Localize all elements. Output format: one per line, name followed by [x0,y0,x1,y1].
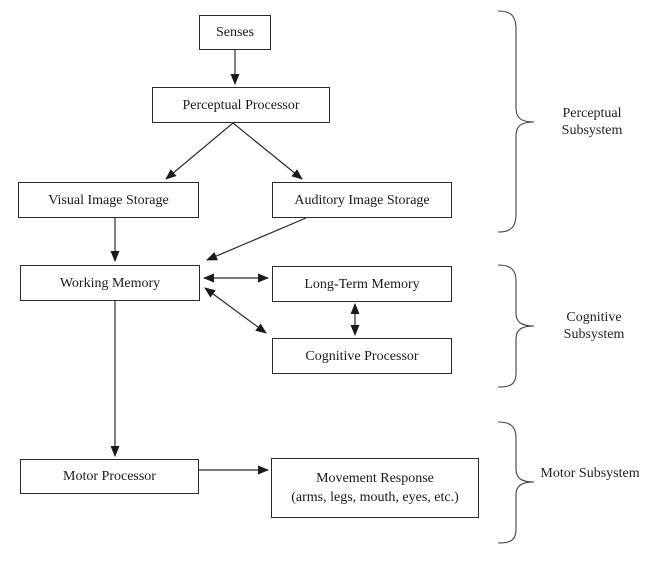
box-perceptual-processor: Perceptual Processor [152,87,330,123]
label-perceptual-subsystem: Perceptual Subsystem [561,106,623,138]
box-cognitive-processor-label: Cognitive Processor [305,348,419,364]
box-cognitive-processor: Cognitive Processor [272,338,452,374]
box-auditory-image-storage-label: Auditory Image Storage [294,192,430,208]
box-perceptual-processor-label: Perceptual Processor [182,97,300,113]
box-working-memory-label: Working Memory [59,275,161,291]
arrow-perceptual-to-auditory-storage [232,122,303,180]
box-visual-image-storage: Visual Image Storage [18,182,199,218]
label-motor-subsystem: Motor Subsystem [540,466,640,481]
label-cognitive-subsystem: Cognitive Subsystem [563,310,625,342]
arrow-perceptual-to-visual-storage [165,122,234,180]
box-movement-response-sublabel: (arms, legs, mouth, eyes, etc.) [291,490,459,505]
box-senses-label: Senses [215,25,255,40]
box-movement-response: Movement Response (arms, legs, mouth, ey… [271,458,479,518]
perceptual-subsystem-brace [497,10,535,233]
box-motor-processor: Motor Processor [20,459,199,494]
box-movement-response-label: Movement Response [316,471,434,486]
arrow-working-memory-cognitive-processor [204,287,267,334]
box-long-term-memory-label: Long-Term Memory [304,276,420,292]
box-long-term-memory: Long-Term Memory [272,266,452,302]
arrow-auditory-storage-to-working-memory [206,217,307,261]
box-motor-processor-label: Motor Processor [63,469,156,484]
cognitive-subsystem-brace [497,264,535,388]
box-working-memory: Working Memory [20,265,200,301]
motor-subsystem-brace [497,421,535,544]
box-auditory-image-storage: Auditory Image Storage [272,182,452,218]
box-visual-image-storage-label: Visual Image Storage [48,192,169,208]
box-senses: Senses [199,15,271,50]
